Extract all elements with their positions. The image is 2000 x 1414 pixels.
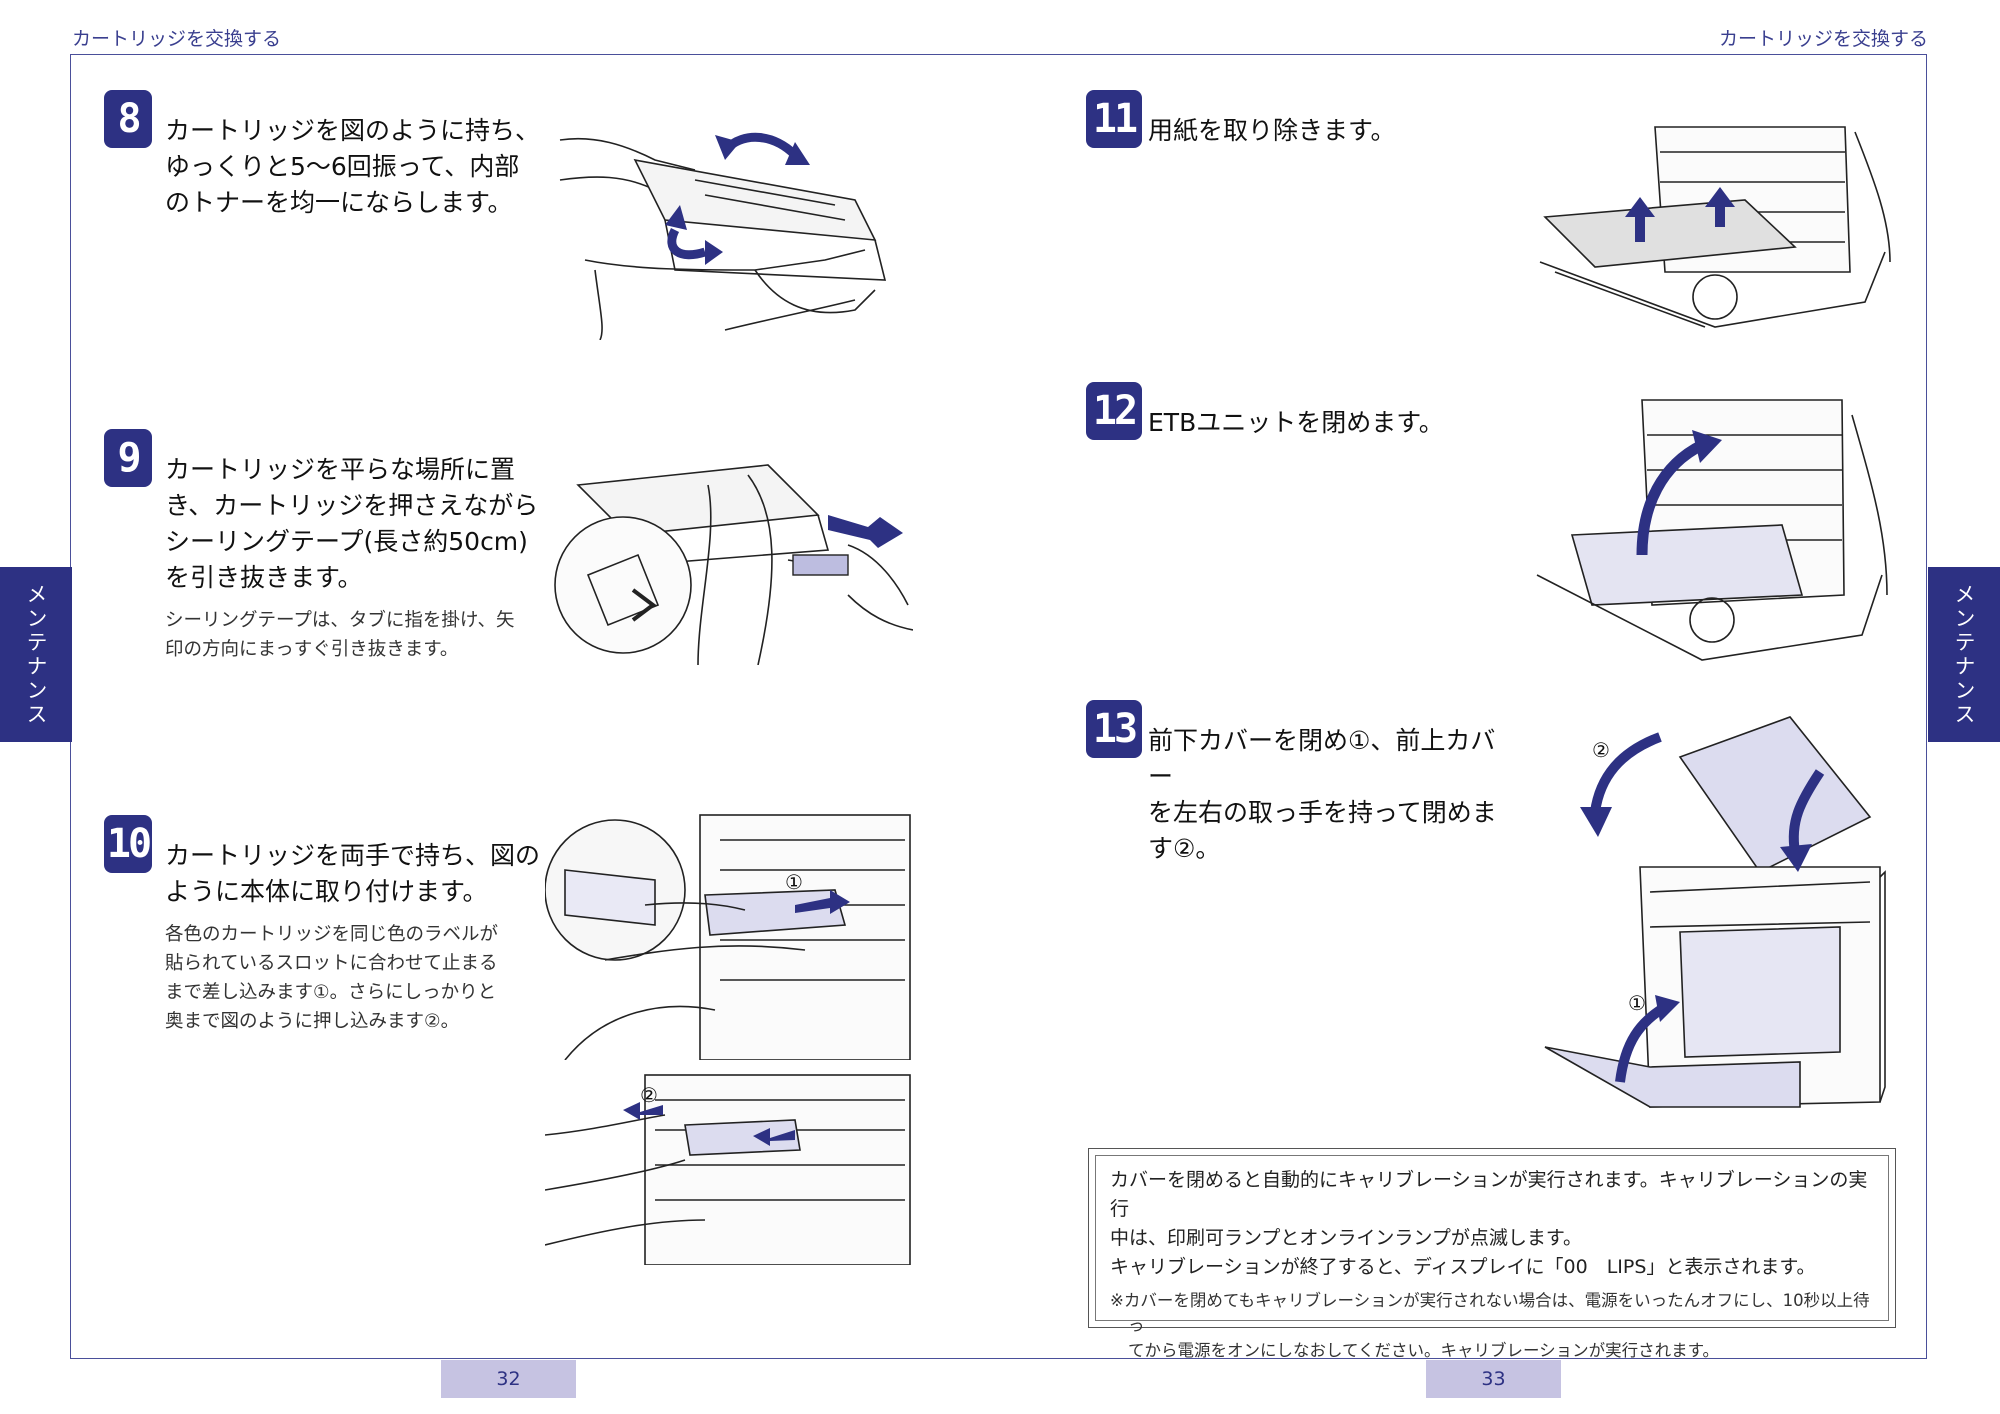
running-header-right: カートリッジを交換する bbox=[1718, 28, 1928, 50]
callout-two-step13: ② bbox=[1592, 738, 1610, 762]
page-number-right: 33 bbox=[1426, 1360, 1561, 1398]
shake-cartridge-illustration bbox=[559, 132, 887, 340]
step-9-title: カートリッジを平らな場所に置 き、カートリッジを押さえながら シーリングテープ(… bbox=[165, 455, 539, 592]
step-11-title: 用紙を取り除きます。 bbox=[1148, 116, 1396, 145]
close-etb-unit-illustration bbox=[1536, 399, 1888, 661]
install-cartridge-illustration bbox=[545, 814, 911, 1060]
step-9-note: シーリングテープは、タブに指を掛け、矢 印の方向にまっすぐ引き抜きます。 bbox=[165, 610, 515, 660]
calibration-note-text: カバーを閉めると自動的にキャリブレーションが実行されます。キャリブレーションの実… bbox=[1110, 1169, 1868, 1278]
step-12-title: ETBユニットを閉めます。 bbox=[1148, 408, 1444, 437]
step-10-badge: 10 bbox=[104, 815, 152, 873]
callout-two-step10: ② bbox=[640, 1083, 658, 1107]
step-10-title: カートリッジを両手で持ち、図の ように本体に取り付けます。 bbox=[165, 841, 541, 906]
push-cartridge-illustration bbox=[545, 1074, 911, 1265]
step-12-badge: 12 bbox=[1086, 382, 1142, 440]
side-tab-right: メンテナンス bbox=[1928, 567, 2000, 742]
calibration-note-box: カバーを閉めると自動的にキャリブレーションが実行されます。キャリブレーションの実… bbox=[1088, 1148, 1896, 1360]
step-9-badge: 9 bbox=[104, 429, 152, 487]
calibration-note-inner: カバーを閉めると自動的にキャリブレーションが実行されます。キャリブレーションの実… bbox=[1095, 1155, 1889, 1360]
step-13-badge: 13 bbox=[1086, 700, 1142, 758]
step-8-badge: 8 bbox=[104, 90, 152, 148]
page-number-left: 32 bbox=[441, 1360, 576, 1398]
callout-one-step13: ① bbox=[1628, 991, 1646, 1015]
close-covers-illustration bbox=[1544, 716, 1886, 1108]
side-tab-left: メンテナンス bbox=[0, 567, 72, 742]
step-11-badge: 11 bbox=[1086, 90, 1142, 148]
remove-paper-illustration bbox=[1539, 126, 1891, 328]
calibration-note-footnote: ※カバーを閉めてもキャリブレーションが実行されない場合は、電源をいったんオフにし… bbox=[1110, 1291, 1870, 1360]
step-10-note: 各色のカートリッジを同じ色のラベルが 貼られているスロットに合わせて止まる まで… bbox=[165, 924, 499, 1032]
remove-sealing-tape-illustration bbox=[554, 464, 913, 665]
callout-one: ① bbox=[785, 870, 803, 894]
step-8-title: カートリッジを図のように持ち、 ゆっくりと5〜6回振って、内部 のトナーを均一に… bbox=[165, 116, 541, 217]
running-header-left: カートリッジを交換する bbox=[72, 28, 282, 50]
step-13-title: 前下カバーを閉め①、前上カバー を左右の取っ手を持って閉めま す②。 bbox=[1148, 726, 1497, 863]
